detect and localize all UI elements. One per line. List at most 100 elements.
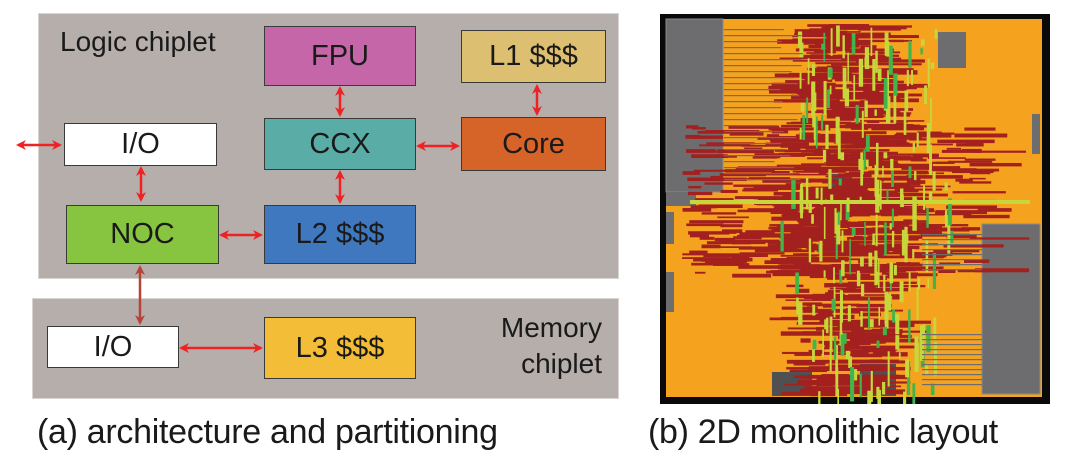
routing-segment <box>849 238 851 275</box>
logic-cell-row <box>802 189 853 194</box>
routing-congestion <box>690 25 1030 404</box>
logic-cell-row <box>824 158 883 163</box>
logic-cell-row <box>826 162 878 166</box>
logic-cell-row <box>844 251 861 254</box>
logic-cell-row <box>786 122 864 125</box>
logic-cell-row <box>771 216 849 221</box>
logic-cell-row <box>739 252 785 255</box>
logic-cell-row <box>780 254 817 257</box>
blockage-top-right <box>938 32 966 68</box>
routing-segment <box>908 309 911 343</box>
logic-cell-row <box>805 245 831 249</box>
logic-cell-row <box>848 353 882 358</box>
logic-cell-row <box>739 232 759 237</box>
routing-segment <box>847 305 851 322</box>
routing-segment <box>882 326 887 336</box>
routing-segment <box>924 85 927 105</box>
logic-cell-row <box>810 137 854 141</box>
routing-segment <box>840 334 845 356</box>
pin-stripe <box>922 239 982 241</box>
pin-stripe <box>724 29 784 31</box>
routing-segment <box>912 196 917 231</box>
routing-segment <box>932 171 936 191</box>
logic-cell-row <box>689 234 710 238</box>
pin-stripe <box>922 374 982 376</box>
logic-cell-row <box>785 238 820 241</box>
logic-cell-row <box>770 140 827 143</box>
logic-cell-row <box>916 253 947 258</box>
logic-cell-row <box>885 112 911 117</box>
routing-segment <box>864 221 866 246</box>
logic-cell-row <box>701 244 721 249</box>
logic-cell-row <box>817 50 836 54</box>
pin-stripe <box>724 137 797 139</box>
routing-segment <box>930 98 932 132</box>
routing-segment <box>868 252 873 267</box>
logic-cell-row <box>816 248 860 252</box>
logic-cell-row <box>682 253 740 256</box>
routing-segment <box>891 230 895 248</box>
logic-cell-row <box>842 332 895 337</box>
logic-cell-row <box>875 52 890 55</box>
routing-segment <box>890 158 894 171</box>
routing-segment <box>848 356 853 369</box>
caption-a: (a) architecture and partitioning <box>37 413 498 451</box>
logic-cell-row <box>933 249 980 253</box>
logic-cell-row <box>800 338 811 343</box>
logic-cell-row <box>894 188 919 193</box>
routing-segment <box>841 230 844 253</box>
logic-cell-row <box>964 127 996 131</box>
logic-cell-row <box>789 369 827 373</box>
routing-segment <box>904 90 909 112</box>
logic-cell-row <box>856 338 881 342</box>
blockage-top-left <box>665 18 724 193</box>
logic-cell-row <box>689 250 708 254</box>
routing-segment <box>875 142 879 176</box>
logic-cell-row <box>846 48 875 53</box>
logic-cell-row <box>703 254 747 258</box>
routing-segment <box>947 220 951 254</box>
routing-segment <box>853 75 856 101</box>
logic-cell-row <box>954 133 1008 138</box>
logic-cell-row <box>823 347 874 350</box>
logic-cell-row <box>797 219 840 223</box>
logic-cell-row <box>762 178 812 183</box>
routing-segment <box>822 149 827 163</box>
logic-cell-row <box>816 33 882 36</box>
l2-cache-block: L2 $$$ <box>264 205 416 264</box>
routing-segment <box>842 67 847 99</box>
routing-segment <box>899 281 904 303</box>
logic-cell-row <box>858 28 901 31</box>
logic-cell-row <box>865 153 926 156</box>
routing-segment <box>884 222 887 256</box>
routing-segment <box>885 96 891 124</box>
logic-cell-row <box>857 374 908 380</box>
logic-cell-row <box>791 180 828 182</box>
pin-stripe <box>922 359 982 361</box>
logic-cell-row <box>690 205 717 209</box>
pin-stripe <box>724 167 795 169</box>
blockage-left-small2 <box>666 272 674 312</box>
logic-cell-row <box>816 384 834 387</box>
logic-cell-row <box>823 224 866 227</box>
logic-cell-row <box>892 241 905 243</box>
logic-cell-row <box>816 45 835 48</box>
logic-cell-row <box>826 115 856 119</box>
logic-cell-row <box>738 246 787 250</box>
pin-stripe <box>922 254 982 256</box>
routing-segment <box>933 317 937 340</box>
logic-cell-row <box>903 219 918 222</box>
logic-cell-row <box>816 369 853 372</box>
logic-cell-row <box>686 223 724 227</box>
routing-segment <box>815 187 819 199</box>
pin-stripe <box>724 53 803 55</box>
pin-stripe <box>724 155 791 157</box>
routing-segment <box>837 211 840 225</box>
logic-cell-row <box>801 163 842 166</box>
logic-cell-row <box>769 139 817 142</box>
logic-cell-row <box>691 135 723 139</box>
routing-segment <box>886 189 889 201</box>
blockage-right-small <box>1032 114 1040 154</box>
pin-stripe <box>724 89 781 91</box>
routing-segment <box>875 214 878 247</box>
